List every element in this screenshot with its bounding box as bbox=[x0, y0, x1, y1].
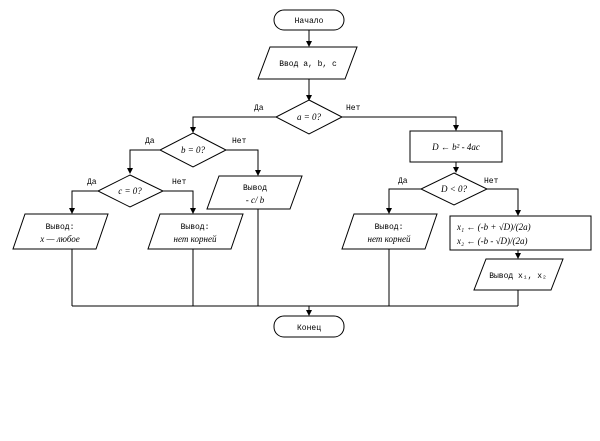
label-yes-c: Да bbox=[87, 178, 97, 187]
svg-text:нет корней: нет корней bbox=[174, 234, 217, 244]
roots-block: x₁ ← (-b + √D)/(2a) x₂ ← (-b - √D)/(2a) bbox=[449, 215, 592, 251]
label-yes-d: Да bbox=[398, 177, 408, 186]
svg-text:Вывод: Вывод bbox=[243, 184, 267, 193]
svg-text:x₁ ← (-b + √D)/(2a): x₁ ← (-b + √D)/(2a) bbox=[456, 222, 531, 232]
svg-text:Вывод:: Вывод: bbox=[181, 223, 210, 232]
svg-text:нет корней: нет корней bbox=[368, 234, 411, 244]
output-none-left-block: Вывод: нет корней bbox=[147, 213, 244, 250]
svg-text:Начало: Начало bbox=[295, 17, 324, 26]
label-no-a: Нет bbox=[346, 104, 361, 113]
svg-text:b = 0?: b = 0? bbox=[181, 145, 206, 155]
output-any-block: Вывод: x — любое bbox=[12, 213, 109, 250]
svg-text:x — любое: x — любое bbox=[39, 234, 80, 244]
condition-d: D < 0? Да Нет bbox=[398, 172, 499, 206]
svg-text:a = 0?: a = 0? bbox=[297, 112, 322, 122]
label-no-d: Нет bbox=[484, 177, 499, 186]
label-yes-a: Да bbox=[254, 104, 264, 113]
connectors bbox=[69, 30, 521, 316]
label-no-b: Нет bbox=[232, 137, 247, 146]
end-terminal: Конец bbox=[273, 315, 345, 338]
label-yes-b: Да bbox=[145, 137, 155, 146]
svg-text:D < 0?: D < 0? bbox=[440, 184, 468, 194]
svg-text:Вывод:: Вывод: bbox=[46, 223, 75, 232]
condition-c: c = 0? Да Нет bbox=[87, 174, 187, 208]
condition-a: a = 0? Да Нет bbox=[254, 99, 361, 135]
output-none-right-block: Вывод: нет корней bbox=[341, 213, 438, 250]
svg-text:Ввод a, b, c: Ввод a, b, c bbox=[279, 60, 337, 69]
svg-text:D ← b² - 4ac: D ← b² - 4ac bbox=[431, 142, 480, 152]
start-terminal: Начало bbox=[273, 9, 345, 31]
svg-text:Вывод:: Вывод: bbox=[375, 223, 404, 232]
input-block: Ввод a, b, c bbox=[257, 46, 358, 80]
output-linear-block: Вывод - c/ b bbox=[206, 175, 303, 210]
discriminant-block: D ← b² - 4ac bbox=[409, 130, 503, 163]
condition-b: b = 0? Да Нет bbox=[145, 132, 247, 168]
output-roots-block: Вывод x₁, x₂ bbox=[473, 258, 564, 291]
svg-text:c = 0?: c = 0? bbox=[118, 186, 142, 196]
svg-text:- c/ b: - c/ b bbox=[246, 195, 265, 205]
svg-text:x₂ ← (-b - √D)/(2a): x₂ ← (-b - √D)/(2a) bbox=[456, 236, 528, 246]
svg-text:Конец: Конец bbox=[297, 324, 321, 333]
svg-text:Вывод x₁, x₂: Вывод x₁, x₂ bbox=[489, 272, 547, 281]
label-no-c: Нет bbox=[172, 178, 187, 187]
